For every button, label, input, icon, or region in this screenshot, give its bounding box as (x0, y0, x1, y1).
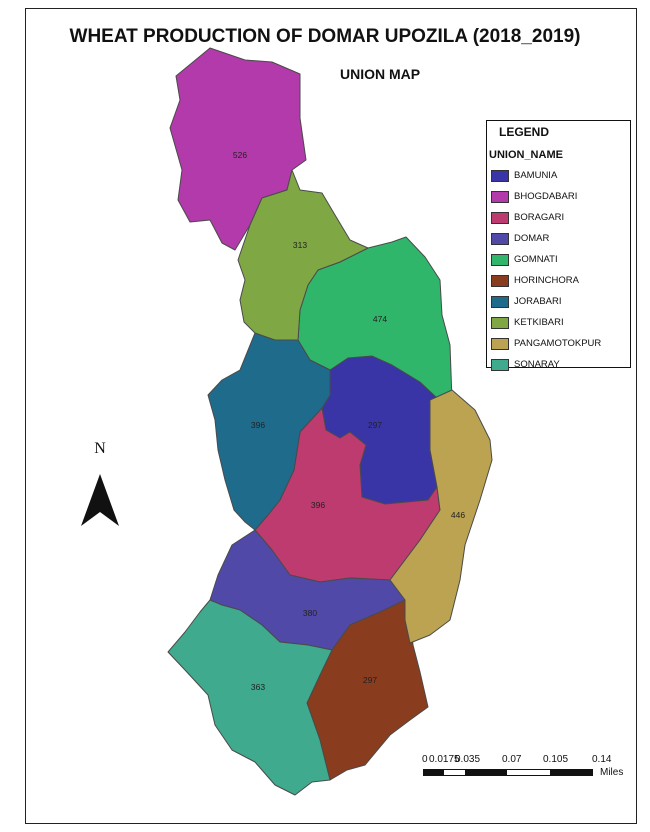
legend-swatch (491, 316, 509, 329)
union-value-label: 363 (251, 682, 265, 692)
legend-field-name: UNION_NAME (489, 149, 563, 161)
legend-item: KETKIBARI (491, 312, 631, 333)
union-region-pangamotokpur (389, 389, 493, 644)
legend-label: BAMUNIA (514, 170, 558, 181)
union-value-label: 474 (373, 314, 387, 324)
legend-item: JORABARI (491, 291, 631, 312)
legend-label: BORAGARI (514, 212, 565, 223)
union-region-sonaray (167, 599, 333, 796)
north-label: N (94, 440, 106, 457)
legend-items: BAMUNIA BHOGDABARI BORAGARI DOMAR GOMNATI HOR… (491, 165, 631, 375)
union-region-bhogdabari (169, 47, 307, 251)
legend-swatch (491, 190, 509, 203)
union-value-label: 396 (311, 500, 325, 510)
scale-tick: 0.035 (455, 754, 481, 765)
legend-swatch (491, 337, 509, 350)
scale-bar: 0 0.0175 0.035 0.07 0.105 0.14 Miles (420, 748, 635, 788)
legend-swatch (491, 232, 509, 245)
legend-swatch (491, 274, 509, 287)
legend-label: GOMNATI (514, 254, 558, 265)
legend-item: PANGAMOTOKPUR (491, 333, 631, 354)
legend-item: DOMAR (491, 228, 631, 249)
legend-swatch (491, 211, 509, 224)
map-subtitle: UNION MAP (340, 66, 421, 82)
union-value-label: 297 (368, 420, 382, 430)
scale-tick: 0.14 (592, 754, 612, 765)
scale-bar-graphic (423, 769, 593, 776)
legend-swatch (491, 169, 509, 182)
union-value-label: 396 (251, 420, 265, 430)
union-region-jorabari (207, 332, 331, 531)
scale-tick: 0.105 (543, 754, 569, 765)
scale-tick: 0.0175 (429, 754, 460, 765)
legend-item: HORINCHORA (491, 270, 631, 291)
legend-item: BAMUNIA (491, 165, 631, 186)
union-value-label: 313 (293, 240, 307, 250)
legend-item: BORAGARI (491, 207, 631, 228)
legend-title: LEGEND (499, 125, 550, 139)
legend-label: SONARAY (514, 359, 560, 370)
legend-label: HORINCHORA (514, 275, 579, 286)
legend-label: PANGAMOTOKPUR (514, 338, 602, 349)
legend-item: SONARAY (491, 354, 631, 375)
legend-item: GOMNATI (491, 249, 631, 270)
legend-swatch (491, 295, 509, 308)
union-value-label: 380 (303, 608, 317, 618)
legend-label: KETKIBARI (514, 317, 564, 328)
union-value-label: 446 (451, 510, 465, 520)
legend-item: BHOGDABARI (491, 186, 631, 207)
north-arrow-icon (81, 474, 119, 526)
legend: LEGEND UNION_NAME BAMUNIA BHOGDABARI BORAG… (486, 120, 631, 371)
legend-swatch (491, 358, 509, 371)
union-value-label: 297 (363, 675, 377, 685)
legend-swatch (491, 253, 509, 266)
map-title: WHEAT PRODUCTION OF DOMAR UPOZILA (2018_… (69, 26, 581, 47)
scale-tick: 0.07 (502, 754, 522, 765)
north-arrow: N (80, 440, 120, 530)
scale-tick: 0 (422, 754, 428, 765)
legend-label: DOMAR (514, 233, 550, 244)
legend-label: JORABARI (514, 296, 562, 307)
union-region-ketkibari (237, 169, 369, 341)
union-value-label: 526 (233, 150, 247, 160)
scale-units: Miles (600, 767, 624, 778)
legend-label: BHOGDABARI (514, 191, 578, 202)
